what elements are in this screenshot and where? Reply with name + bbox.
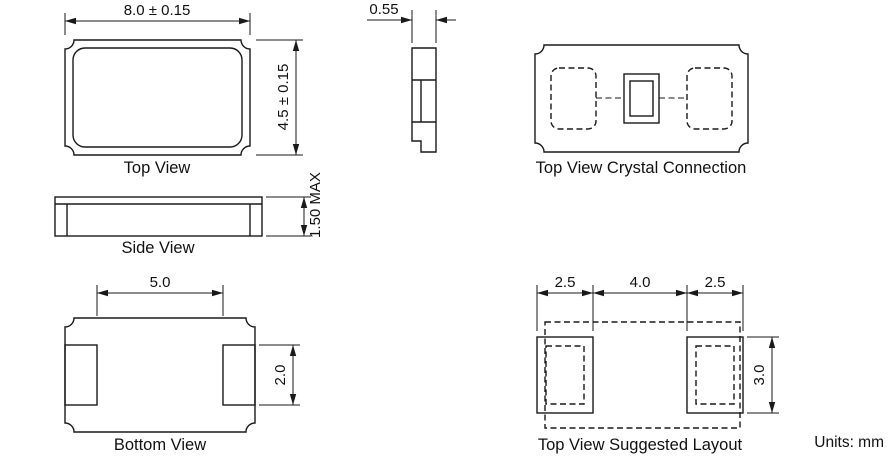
units-note: Units: mm xyxy=(814,434,884,451)
side-view-body-outline xyxy=(54,196,263,237)
suggested-layout-view: 2.5 4.0 2.5 3.0 Top View Suggested Layou… xyxy=(536,274,779,454)
end-view-thickness-dimension: 0.55 xyxy=(367,1,456,43)
bottom-view: 5.0 2.0 Bottom View xyxy=(64,274,300,454)
layout-horizontal-dimensions: 2.5 4.0 2.5 xyxy=(536,274,744,331)
left-electrode-area xyxy=(550,67,597,130)
crystal-connection-view: Top View Crystal Connection xyxy=(534,44,749,177)
top-view-width-dim-text: 8.0 ± 0.15 xyxy=(124,2,191,19)
bottom-view-pad-height-dimension: 2.0 xyxy=(259,344,300,406)
bottom-view-right-pad xyxy=(222,344,256,406)
top-view-height-dimension: 4.5 ± 0.15 xyxy=(256,39,303,156)
bottom-view-pad-height-dim-text: 2.0 xyxy=(272,365,289,386)
end-view-thickness-dim-text: 0.55 xyxy=(369,1,398,18)
side-view-height-dim-text: 1.50 MAX xyxy=(307,172,324,238)
layout-pad-height-dimension: 3.0 xyxy=(747,336,779,414)
layout-pad-height-dim-text: 3.0 xyxy=(751,365,768,386)
bottom-view-body-outline xyxy=(64,317,256,433)
layout-left-land-pad xyxy=(536,336,594,414)
bottom-view-label: Bottom View xyxy=(114,436,206,454)
bottom-view-pad-span-dimension: 5.0 xyxy=(96,274,224,316)
top-view-label: Top View xyxy=(124,159,191,177)
layout-part-outline xyxy=(544,321,741,429)
crystal-blank-inner xyxy=(629,80,654,117)
bottom-view-pad-span-dim-text: 5.0 xyxy=(150,274,171,291)
top-view: 8.0 ± 0.15 4.5 ± 0.15 Top View xyxy=(64,2,303,177)
layout-gap-dim-text: 4.0 xyxy=(630,274,651,291)
layout-right-pad-width-dim-text: 2.5 xyxy=(705,274,726,291)
side-view-height-dimension: 1.50 MAX xyxy=(266,172,324,238)
right-electrode-area xyxy=(686,67,733,130)
crystal-connection-label: Top View Crystal Connection xyxy=(536,159,747,177)
top-view-height-dim-text: 4.5 ± 0.15 xyxy=(275,64,292,131)
layout-right-part-pad xyxy=(695,345,735,405)
layout-left-pad-width-dim-text: 2.5 xyxy=(555,274,576,291)
layout-right-land-pad xyxy=(686,336,744,414)
top-view-width-dimension: 8.0 ± 0.15 xyxy=(64,2,251,35)
top-view-lid-outline xyxy=(72,47,243,148)
layout-left-part-pad xyxy=(545,345,585,405)
end-view: 0.55 xyxy=(367,1,456,153)
suggested-layout-label: Top View Suggested Layout xyxy=(538,436,743,454)
side-view: 1.50 MAX Side View xyxy=(54,172,324,257)
top-view-body-outline xyxy=(64,39,251,156)
crystal-connection-body-outline xyxy=(534,44,749,153)
end-view-body-outline xyxy=(411,47,437,153)
side-view-label: Side View xyxy=(121,239,194,257)
bottom-view-left-pad xyxy=(64,344,98,406)
